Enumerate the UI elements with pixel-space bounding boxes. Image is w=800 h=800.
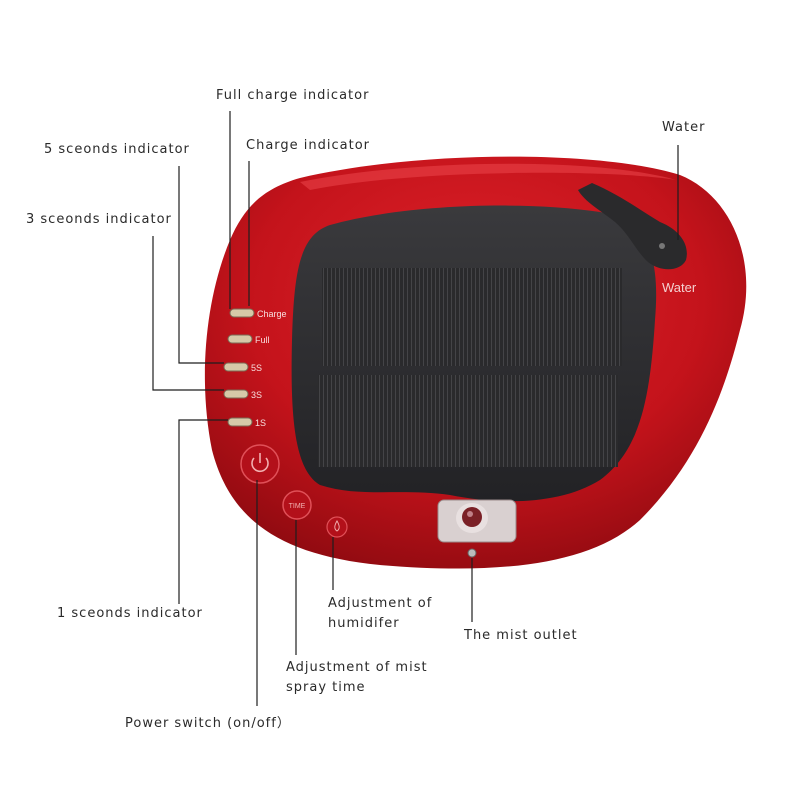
- led-1s: [227, 417, 253, 427]
- led-full: [227, 334, 253, 344]
- humidifier-button[interactable]: [326, 516, 348, 538]
- leader-lines: [152, 111, 679, 706]
- callout-mist-outlet: The mist outlet: [464, 628, 578, 643]
- power-button[interactable]: [240, 444, 280, 484]
- led-label-full: Full: [255, 335, 270, 345]
- led-charge: [229, 308, 255, 318]
- water-device-label: Water: [662, 280, 697, 295]
- led-label-charge: Charge: [257, 309, 287, 319]
- callout-charge-indicator: Charge indicator: [246, 138, 371, 153]
- callout-humidifier-line1: Adjustment of: [328, 596, 433, 611]
- mist-outlet-screw: [467, 548, 477, 558]
- callout-power-switch: Power switch (on/off）: [125, 716, 291, 731]
- callout-5-seconds-indicator: 5 sceonds indicator: [44, 142, 190, 157]
- led-label-5s: 5S: [251, 363, 262, 373]
- led-indicators: [223, 308, 255, 427]
- callout-mist-time-line1: Adjustment of mist: [286, 660, 428, 675]
- led-3s: [223, 389, 249, 399]
- callout-3-seconds-indicator: 3 sceonds indicator: [26, 212, 172, 227]
- led-5s: [223, 362, 249, 372]
- callout-1-second-indicator: 1 sceonds indicator: [57, 606, 203, 621]
- callout-water: Water: [662, 120, 706, 135]
- solar-cells-bottom: [318, 375, 618, 467]
- callout-full-charge-indicator: Full charge indicator: [216, 88, 370, 103]
- time-button-label: TIME: [289, 503, 306, 510]
- power-icon: [251, 457, 269, 473]
- time-button[interactable]: TIME: [282, 490, 312, 520]
- solar-cells-top: [322, 268, 622, 366]
- callout-mist-time-line2: spray time: [286, 680, 366, 695]
- mist-outlet: [437, 499, 517, 543]
- led-label-3s: 3S: [251, 390, 262, 400]
- callout-humidifier-line2: humidifer: [328, 616, 400, 631]
- led-label-1s: 1S: [255, 418, 266, 428]
- droplet-icon: [334, 520, 340, 532]
